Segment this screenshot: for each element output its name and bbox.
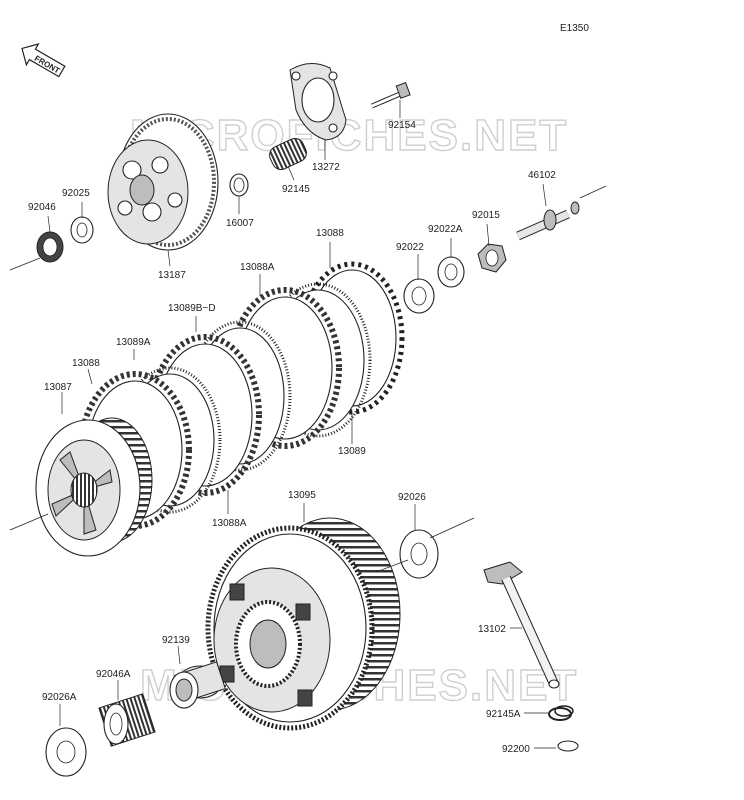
label-13088-top: 13088 <box>316 228 344 239</box>
label-46102: 46102 <box>528 170 556 181</box>
clutch-plate-stack <box>78 261 405 529</box>
label-92025: 92025 <box>62 188 90 199</box>
label-13187: 13187 <box>158 270 186 281</box>
diagram-code: E1350 <box>560 23 589 34</box>
label-92145: 92145 <box>282 184 310 195</box>
part-92139-collar <box>169 661 226 709</box>
label-13272: 13272 <box>312 162 340 173</box>
label-13102: 13102 <box>478 624 506 635</box>
label-92015: 92015 <box>472 210 500 221</box>
label-13089B-D: 13089B~D <box>168 303 216 314</box>
label-13088A-top: 13088A <box>240 262 275 273</box>
part-13102-lever <box>483 561 560 689</box>
part-92025-washer <box>70 216 94 244</box>
label-92026A: 92026A <box>42 692 77 703</box>
label-92145A: 92145A <box>486 709 521 720</box>
part-92022-washer <box>403 278 435 314</box>
part-46102-push-rod <box>516 201 580 241</box>
label-13088A-bottom: 13088A <box>212 518 247 529</box>
label-92026: 92026 <box>398 492 426 503</box>
front-arrow-icon: FRONT <box>21 43 66 78</box>
label-13089A: 13089A <box>116 337 151 348</box>
label-92200: 92200 <box>502 744 530 755</box>
part-13272-plate <box>289 63 347 141</box>
part-13095-clutch-housing <box>205 517 401 731</box>
part-92145A-spring <box>548 705 574 721</box>
part-labels: 13272 92154 92145 16007 13187 92025 9204… <box>28 120 556 755</box>
label-92046A: 92046A <box>96 669 131 680</box>
label-13089: 13089 <box>338 446 366 457</box>
part-92145-spring <box>269 137 307 171</box>
part-92026-washer <box>399 529 439 579</box>
part-92046A-needle-bearing <box>98 693 156 747</box>
part-92046-bearing <box>36 231 64 263</box>
part-13087-clutch-hub <box>35 417 153 557</box>
part-92200-clip <box>557 740 579 752</box>
leader-lines <box>47 100 556 749</box>
part-16007-ring <box>229 173 249 197</box>
part-13187-pressure-plate <box>107 113 219 251</box>
part-92154-bolt <box>371 82 411 109</box>
label-13095: 13095 <box>288 490 316 501</box>
label-92022A: 92022A <box>428 224 463 235</box>
label-13087: 13087 <box>44 382 72 393</box>
part-92026A-washer <box>45 727 87 777</box>
label-16007: 16007 <box>226 218 254 229</box>
label-13088-left: 13088 <box>72 358 100 369</box>
part-92022A-washer <box>437 256 465 288</box>
label-92139: 92139 <box>162 635 190 646</box>
label-92022: 92022 <box>396 242 424 253</box>
part-92015-nut <box>477 243 507 273</box>
label-92046: 92046 <box>28 202 56 213</box>
label-92154: 92154 <box>388 120 416 131</box>
